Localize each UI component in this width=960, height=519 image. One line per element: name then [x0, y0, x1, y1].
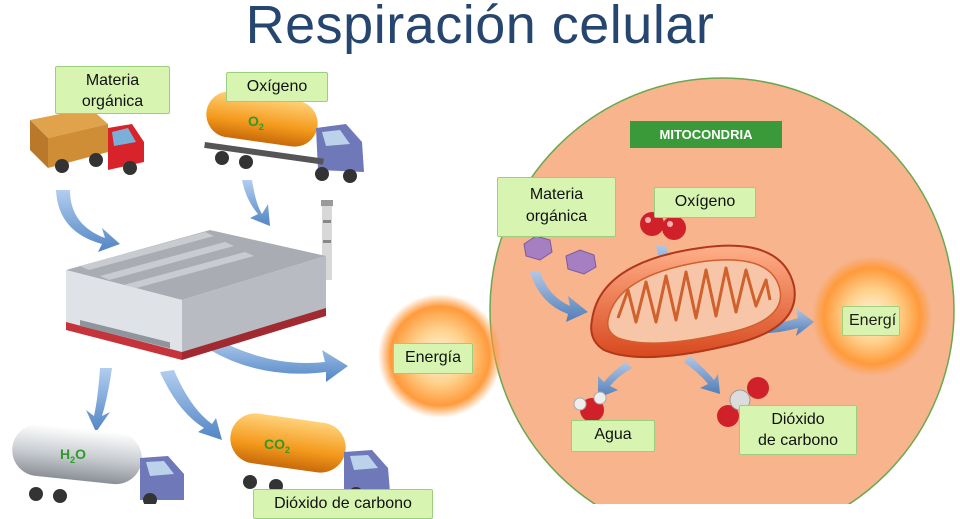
truck-agua — [12, 424, 184, 504]
arrow-factory-to-co2 — [160, 370, 222, 440]
water-molecule — [573, 391, 607, 422]
hexagon-molecule-2 — [565, 249, 597, 275]
formula-co2: CO2 — [264, 436, 291, 455]
arrow-materia-to-mito — [530, 272, 588, 322]
arrow-mito-to-co2 — [684, 356, 720, 394]
label-dioxido-cell: Dióxido de carbono — [739, 405, 857, 455]
arrow-factory-to-agua — [86, 368, 112, 432]
label-agua-cell: Agua — [571, 420, 655, 452]
oxygen-molecule — [640, 212, 686, 240]
label-materia-organica-factory: Materia orgánica — [55, 66, 170, 114]
page-title: Respiración celular — [245, 0, 715, 55]
arrow-mito-to-agua — [598, 362, 632, 398]
label-energia-factory: Energía — [393, 343, 473, 374]
diagram-art — [12, 77, 955, 504]
arrow-oxigeno-to-factory — [242, 180, 270, 226]
arrow-factory-to-energia — [210, 338, 348, 382]
label-materia-organica-cell: Materia orgánica — [497, 177, 616, 237]
label-oxigeno-factory: Oxígeno — [226, 72, 328, 102]
truck-co2 — [230, 413, 390, 501]
mitocondria-tag: MITOCONDRIA — [630, 121, 782, 148]
formula-h2o: H2O — [60, 446, 87, 465]
label-dioxido-factory: Dióxido de carbono — [253, 489, 433, 519]
factory — [66, 200, 333, 360]
mitochondrion — [590, 244, 796, 359]
arrow-materia-to-factory — [56, 190, 120, 252]
label-oxigeno-cell: Oxígeno — [654, 187, 756, 218]
label-energia-cell: Energí — [842, 306, 900, 336]
truck-oxigeno — [204, 91, 364, 183]
truck-materia-organica — [30, 108, 144, 175]
formula-o2: O2 — [248, 113, 264, 132]
